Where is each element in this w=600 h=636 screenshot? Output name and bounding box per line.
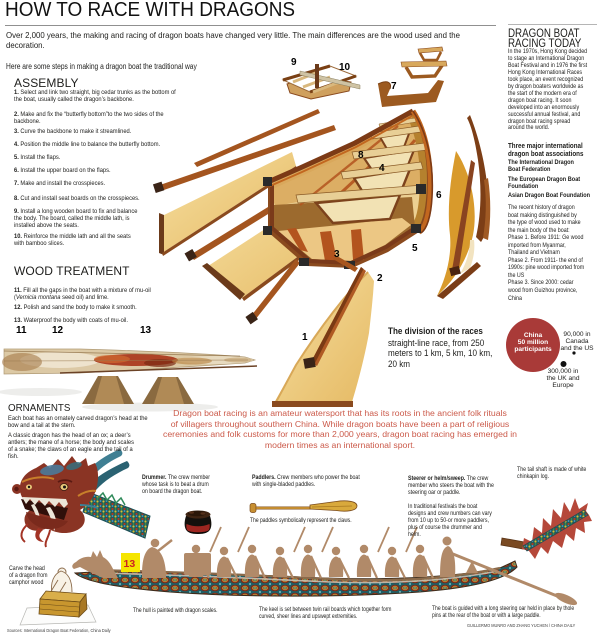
svg-text:13: 13 bbox=[124, 558, 136, 570]
